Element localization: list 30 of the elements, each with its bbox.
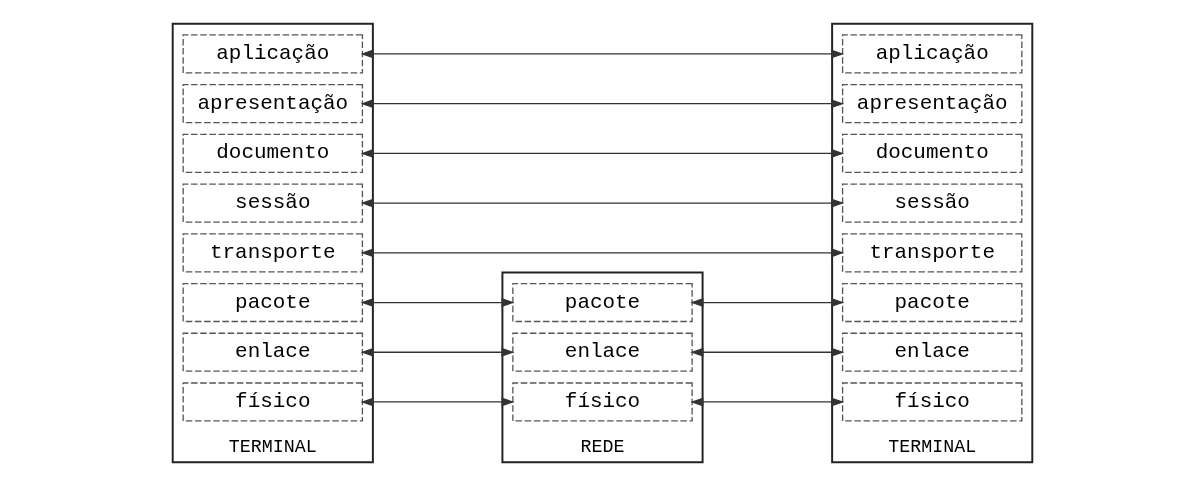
node-box: físico	[182, 382, 363, 422]
node-box: pacote	[182, 282, 363, 323]
arrow	[360, 148, 844, 158]
node-box: enlace	[511, 332, 693, 372]
node-box: transporte	[182, 233, 363, 273]
node-box: apresentação	[182, 84, 363, 124]
node-box: aplicação	[182, 34, 363, 74]
arrow	[689, 347, 844, 357]
arrow	[360, 99, 844, 109]
arrow	[360, 49, 844, 59]
arrow	[360, 297, 515, 308]
arrow	[689, 397, 844, 407]
node-box: pacote	[841, 282, 1022, 323]
node-box: enlace	[182, 332, 363, 372]
arrow	[360, 397, 515, 407]
node-box: pacote	[511, 282, 693, 323]
node-box: transporte	[841, 233, 1022, 273]
arrow	[360, 248, 844, 258]
arrow	[360, 198, 844, 208]
node-box: enlace	[841, 332, 1022, 372]
node-box: sessão	[182, 183, 363, 223]
node-box: documento	[841, 133, 1022, 173]
node-box: físico	[841, 382, 1022, 422]
node-box: aplicação	[841, 34, 1022, 74]
node-box: apresentação	[841, 84, 1022, 124]
node-box: sessão	[841, 183, 1022, 223]
node-box: documento	[182, 133, 363, 173]
arrow	[360, 347, 515, 357]
node-box: físico	[511, 382, 693, 422]
arrow	[689, 297, 844, 308]
